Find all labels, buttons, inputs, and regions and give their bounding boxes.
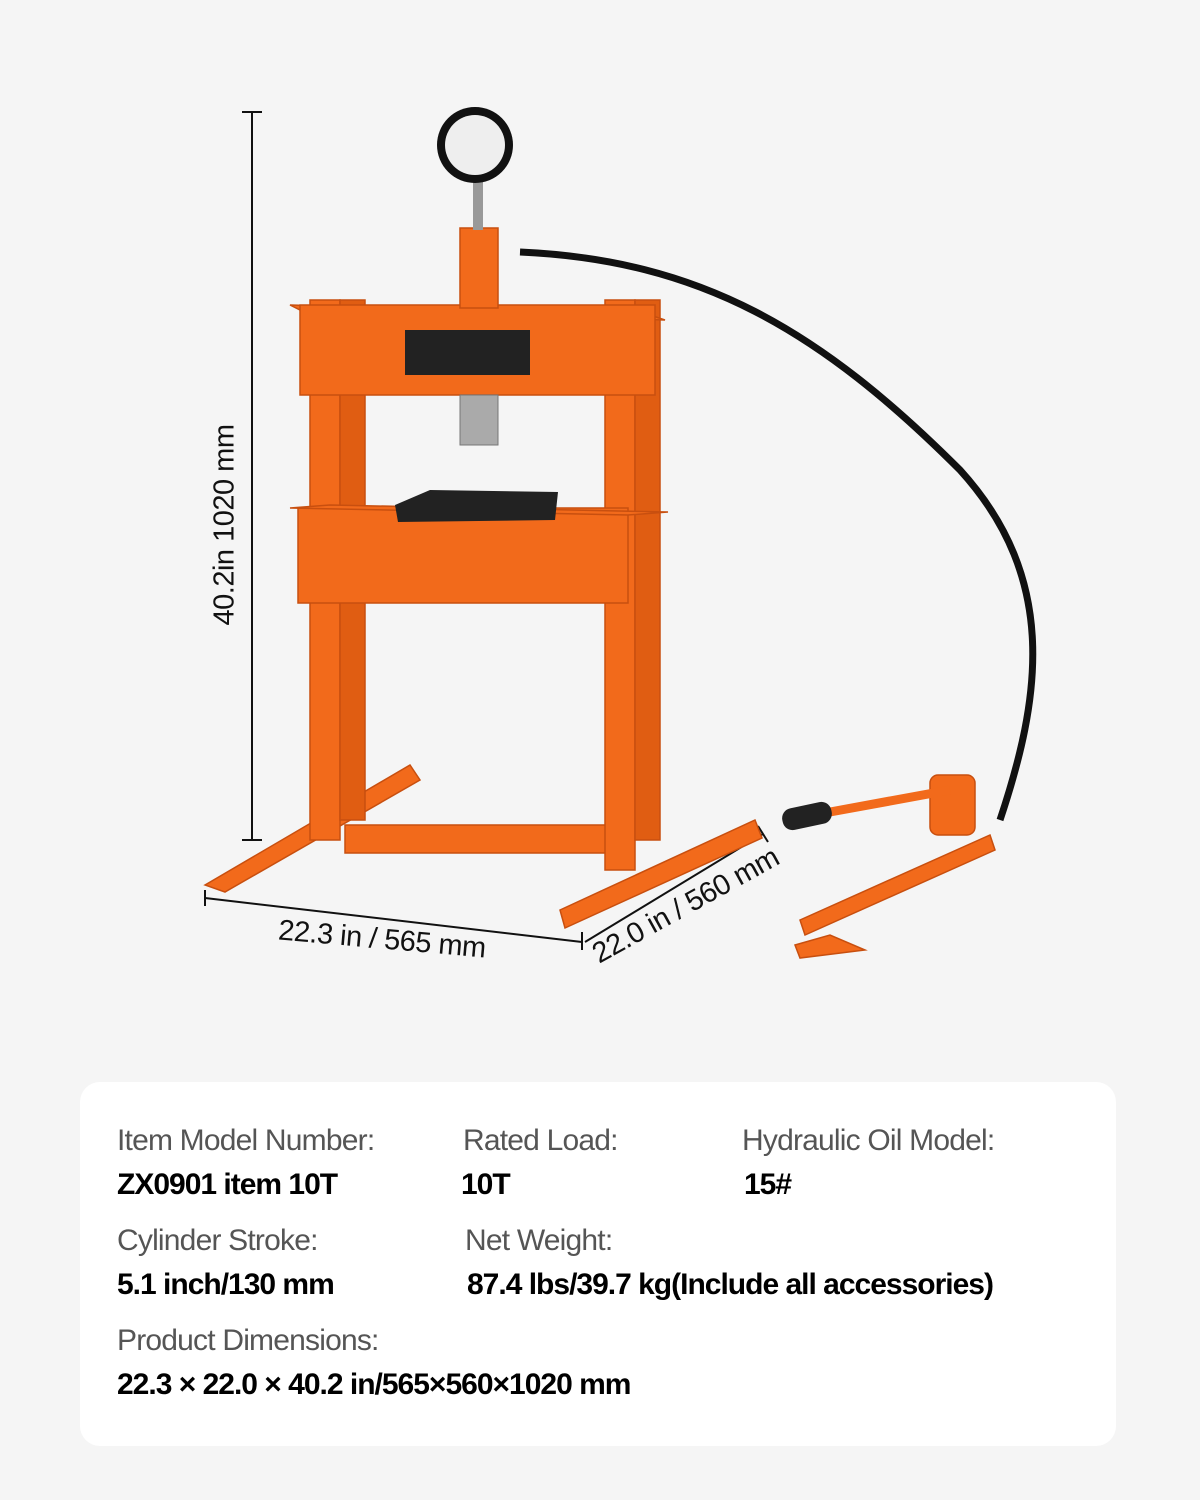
- weight-label: Net Weight:: [465, 1224, 613, 1257]
- dimension-lines: [204, 111, 769, 950]
- hydraulic-press-illustration: [203, 107, 1037, 959]
- model-value: ZX0901 item 10T: [117, 1168, 338, 1201]
- press-frame: [203, 227, 763, 930]
- hand-pump: [794, 774, 996, 959]
- stroke-label: Cylinder Stroke:: [117, 1224, 318, 1257]
- dimensions-value: 22.3 × 22.0 × 40.2 in/565×560×1020 mm: [117, 1368, 631, 1401]
- press-plate: [395, 490, 558, 522]
- oil-label: Hydraulic Oil Model:: [742, 1124, 995, 1157]
- spec-card: Item Model Number: ZX0901 item 10T Rated…: [80, 1082, 1116, 1446]
- rated-load-value: 10T: [461, 1168, 511, 1201]
- stroke-value: 5.1 inch/130 mm: [117, 1268, 335, 1301]
- rated-load-label: Rated Load:: [463, 1124, 618, 1157]
- model-label: Item Model Number:: [117, 1124, 375, 1157]
- oil-value: 15#: [744, 1168, 792, 1201]
- dimensions-label: Product Dimensions:: [117, 1324, 379, 1357]
- height-dimension-label: 40.2in 1020 mm: [208, 424, 241, 626]
- ram: [459, 394, 499, 446]
- weight-value: 87.4 lbs/39.7 kg(Include all accessories…: [467, 1268, 994, 1301]
- pump-handle-grip: [782, 801, 832, 831]
- warning-label: [405, 330, 530, 375]
- hydraulic-hose: [519, 248, 1037, 822]
